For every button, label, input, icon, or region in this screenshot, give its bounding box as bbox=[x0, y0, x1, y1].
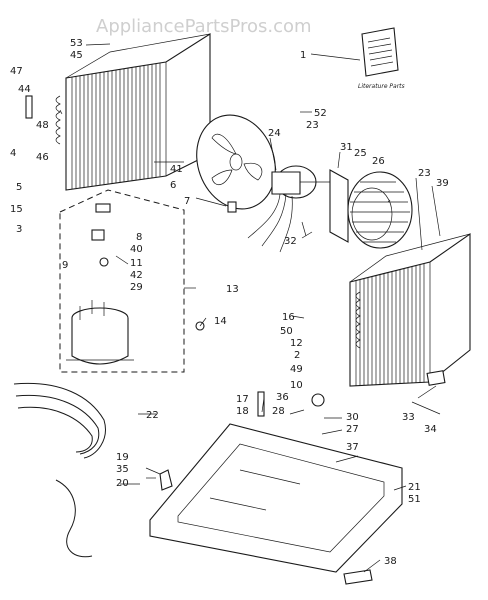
callout-20: 20 bbox=[116, 478, 129, 489]
leader-lines bbox=[59, 43, 441, 573]
callout-45: 45 bbox=[70, 50, 83, 61]
small-parts bbox=[25, 95, 446, 585]
callout-51: 51 bbox=[408, 494, 421, 505]
callout-29: 29 bbox=[130, 282, 143, 293]
callout-46: 46 bbox=[36, 152, 49, 163]
refrigerant-tubing bbox=[13, 382, 106, 459]
callout-11: 11 bbox=[130, 258, 143, 269]
motor-bracket bbox=[329, 169, 349, 243]
callout-32: 32 bbox=[284, 236, 297, 247]
literature-parts-label: Literature Parts bbox=[358, 83, 405, 90]
evaporator-coil bbox=[349, 232, 471, 387]
callout-49: 49 bbox=[290, 364, 303, 375]
callout-53: 53 bbox=[70, 38, 83, 49]
callout-36: 36 bbox=[276, 392, 289, 403]
compressor bbox=[66, 300, 134, 365]
compressor-assembly-outline bbox=[59, 189, 185, 373]
callout-2: 2 bbox=[294, 350, 300, 361]
watermark: AppliancePartsPros.com bbox=[96, 16, 312, 37]
callout-42: 42 bbox=[130, 270, 143, 281]
callout-26: 26 bbox=[372, 156, 385, 167]
callout-14: 14 bbox=[214, 316, 227, 327]
callout-3: 3 bbox=[16, 224, 22, 235]
compressor-terminals bbox=[91, 203, 111, 267]
callout-13: 13 bbox=[226, 284, 239, 295]
callout-16: 16 bbox=[282, 312, 295, 323]
fan-motor bbox=[247, 165, 330, 253]
callout-24: 24 bbox=[268, 128, 281, 139]
wire-harness bbox=[55, 479, 93, 558]
callout-21: 21 bbox=[408, 482, 421, 493]
callout-50: 50 bbox=[280, 326, 293, 337]
callout-5: 5 bbox=[16, 182, 22, 193]
callout-1: 1 bbox=[300, 50, 306, 61]
callout-10: 10 bbox=[290, 380, 303, 391]
callout-41: 41 bbox=[170, 164, 183, 175]
callout-4: 4 bbox=[10, 148, 16, 159]
callout-48: 48 bbox=[36, 120, 49, 131]
literature-booklet bbox=[361, 27, 399, 77]
callout-9: 9 bbox=[62, 260, 68, 271]
callout-7: 7 bbox=[184, 196, 190, 207]
callout-38: 38 bbox=[384, 556, 397, 567]
callout-34: 34 bbox=[424, 424, 437, 435]
callout-19: 19 bbox=[116, 452, 129, 463]
callout-27: 27 bbox=[346, 424, 359, 435]
callout-23a: 23 bbox=[306, 120, 319, 131]
callout-17: 17 bbox=[236, 394, 249, 405]
blower-wheel bbox=[347, 171, 413, 249]
callout-8: 8 bbox=[136, 232, 142, 243]
callout-15: 15 bbox=[10, 204, 23, 215]
callout-6: 6 bbox=[170, 180, 176, 191]
callout-44: 44 bbox=[18, 84, 31, 95]
callout-28: 28 bbox=[272, 406, 285, 417]
callout-52: 52 bbox=[314, 108, 327, 119]
callout-47: 47 bbox=[10, 66, 23, 77]
callout-31: 31 bbox=[340, 142, 353, 153]
callout-18: 18 bbox=[236, 406, 249, 417]
callout-40: 40 bbox=[130, 244, 143, 255]
base-pan bbox=[149, 423, 403, 573]
callout-33: 33 bbox=[402, 412, 415, 423]
callout-35: 35 bbox=[116, 464, 129, 475]
callout-25: 25 bbox=[354, 148, 367, 159]
callout-22: 22 bbox=[146, 410, 159, 421]
callout-23b: 23 bbox=[418, 168, 431, 179]
callout-37: 37 bbox=[346, 442, 359, 453]
callout-12: 12 bbox=[290, 338, 303, 349]
callout-30: 30 bbox=[346, 412, 359, 423]
callout-39: 39 bbox=[436, 178, 449, 189]
condenser-coil bbox=[55, 32, 211, 191]
